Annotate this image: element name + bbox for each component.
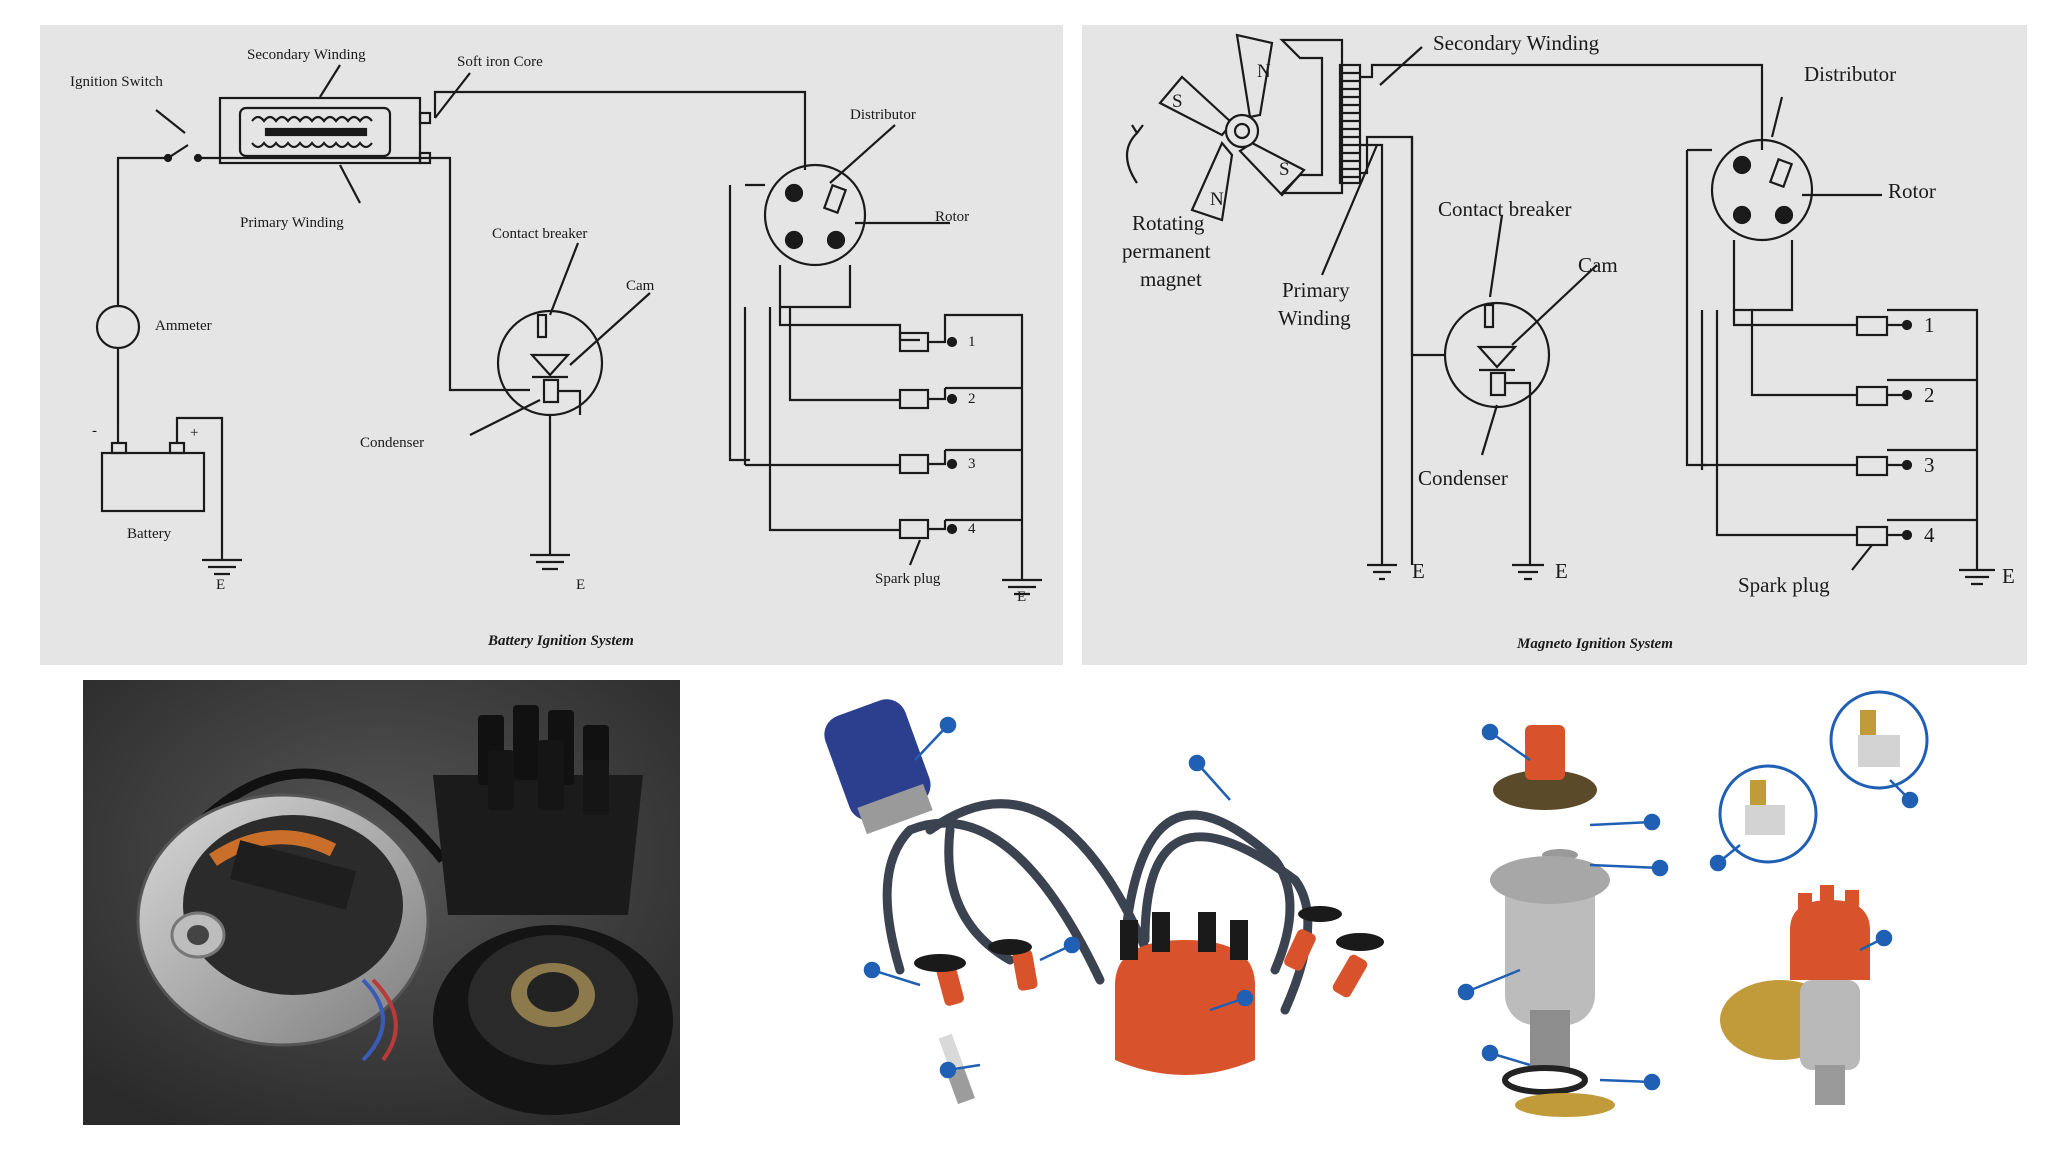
label-cam: Cam: [626, 278, 655, 294]
label-earth-condenser: E: [576, 577, 585, 593]
plug-number-3: 3: [1924, 453, 1935, 477]
pole-n-bottom: N: [1210, 189, 1224, 210]
label-plus: +: [190, 425, 198, 441]
label-earth-condenser: E: [1555, 559, 1568, 583]
battery-labels: Ignition Switch Secondary Winding Soft i…: [70, 47, 1026, 649]
pole-n-top: N: [1257, 61, 1271, 82]
part-callouts: [863, 716, 1919, 1091]
battery-diagram-svg: Ignition Switch Secondary Winding Soft i…: [70, 47, 1042, 649]
plug-number-3: 3: [968, 456, 976, 472]
magneto-ignition-diagram: Secondary Winding Distributor Rotor Cont…: [1082, 25, 2027, 665]
exploded-distributor: [1490, 725, 1615, 1117]
label-rotating-3: magnet: [1140, 267, 1202, 291]
magneto-diagram-caption: Magneto Ignition System: [1516, 636, 1673, 652]
label-rotor: Rotor: [935, 209, 969, 225]
plug-number-2: 2: [968, 391, 976, 407]
distributor-cap-base: [433, 925, 673, 1115]
magneto-diagram-svg: Secondary Winding Distributor Rotor Cont…: [1122, 31, 2015, 652]
lead-seals: [914, 906, 1384, 972]
plug-number-4: 4: [1924, 523, 1935, 547]
orange-distributor-cap: [1115, 912, 1255, 1075]
label-battery: Battery: [127, 526, 172, 542]
sensor-right: [1829, 690, 1929, 790]
battery-diagram-caption: Battery Ignition System: [487, 633, 634, 649]
label-ammeter: Ammeter: [155, 318, 212, 334]
label-minus: -: [92, 423, 97, 439]
label-primary-2: Winding: [1278, 306, 1351, 330]
label-secondary-winding: Secondary Winding: [1433, 31, 1600, 55]
label-distributor: Distributor: [850, 107, 916, 123]
magneto-labels: Secondary Winding Distributor Rotor Cont…: [1122, 31, 2015, 652]
label-primary-1: Primary: [1282, 278, 1350, 302]
label-condenser: Condenser: [1418, 466, 1508, 490]
label-earth-plugs: E: [2002, 564, 2015, 588]
assembled-distributor: [1720, 885, 1870, 1105]
distributor-photo-svg: [83, 680, 680, 1125]
plug-number-4: 4: [968, 521, 976, 537]
ignition-parts-svg: [824, 690, 1929, 1117]
label-rotating-2: permanent: [1122, 239, 1211, 263]
distributor-body: [136, 768, 447, 1062]
label-earth-plugs: E: [1017, 589, 1026, 605]
battery-ignition-diagram: Ignition Switch Secondary Winding Soft i…: [40, 25, 1063, 665]
label-spark-plug: Spark plug: [1738, 573, 1830, 597]
label-earth-battery: E: [216, 577, 225, 593]
plug-number-2: 2: [1924, 383, 1935, 407]
distributor-photo: [83, 680, 680, 1125]
label-earth-primary: E: [1412, 559, 1425, 583]
label-ignition-switch: Ignition Switch: [70, 74, 163, 90]
label-distributor: Distributor: [1804, 62, 1896, 86]
pole-s-right: S: [1279, 159, 1290, 180]
ignition-parts-illustration: [800, 680, 2000, 1125]
label-rotor: Rotor: [1888, 179, 1936, 203]
label-contact-breaker: Contact breaker: [492, 226, 587, 242]
plug-number-1: 1: [1924, 313, 1935, 337]
sensor-left: [1718, 764, 1818, 864]
label-rotating-1: Rotating: [1132, 211, 1205, 235]
label-condenser: Condenser: [360, 435, 424, 451]
label-secondary-winding: Secondary Winding: [247, 47, 366, 63]
spark-plug: [938, 1033, 975, 1105]
label-primary-winding: Primary Winding: [240, 215, 344, 231]
spark-plug-boots: [936, 929, 1368, 1006]
pole-s-left: S: [1172, 91, 1183, 112]
ignition-coil: [824, 699, 933, 835]
label-soft-iron-core: Soft iron Core: [457, 54, 543, 70]
label-contact-breaker: Contact breaker: [1438, 197, 1572, 221]
label-cam: Cam: [1578, 253, 1618, 277]
label-spark-plug: Spark plug: [875, 571, 941, 587]
plug-number-1: 1: [968, 334, 976, 350]
distributor-cap: [433, 705, 643, 915]
